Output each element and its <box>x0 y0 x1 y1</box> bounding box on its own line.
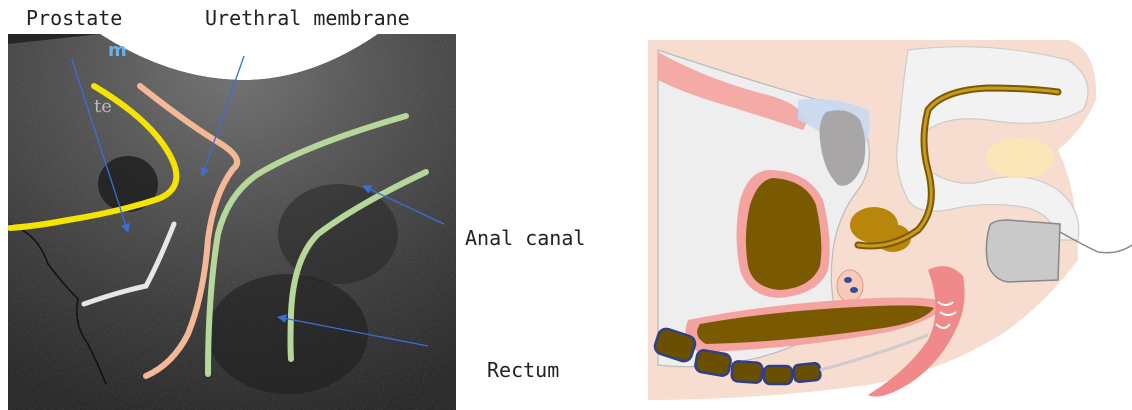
anatomical-diagram <box>628 40 1132 410</box>
pelvis-diagram-svg <box>628 40 1132 410</box>
anal-canal-label: Anal canal <box>465 226 585 250</box>
bulb-structure <box>837 270 863 302</box>
bladder <box>746 178 821 290</box>
prostate-label: Prostate <box>26 6 122 30</box>
rectum-label: Rectum <box>487 358 559 382</box>
watermark-logo: m <box>108 40 127 61</box>
overlay-text: te <box>94 96 112 117</box>
ultrasound-image: m te <box>8 34 456 410</box>
testis <box>986 138 1054 178</box>
ultrasound-svg: m te <box>8 34 456 410</box>
urethral-membrane-label: Urethral membrane <box>205 6 410 30</box>
